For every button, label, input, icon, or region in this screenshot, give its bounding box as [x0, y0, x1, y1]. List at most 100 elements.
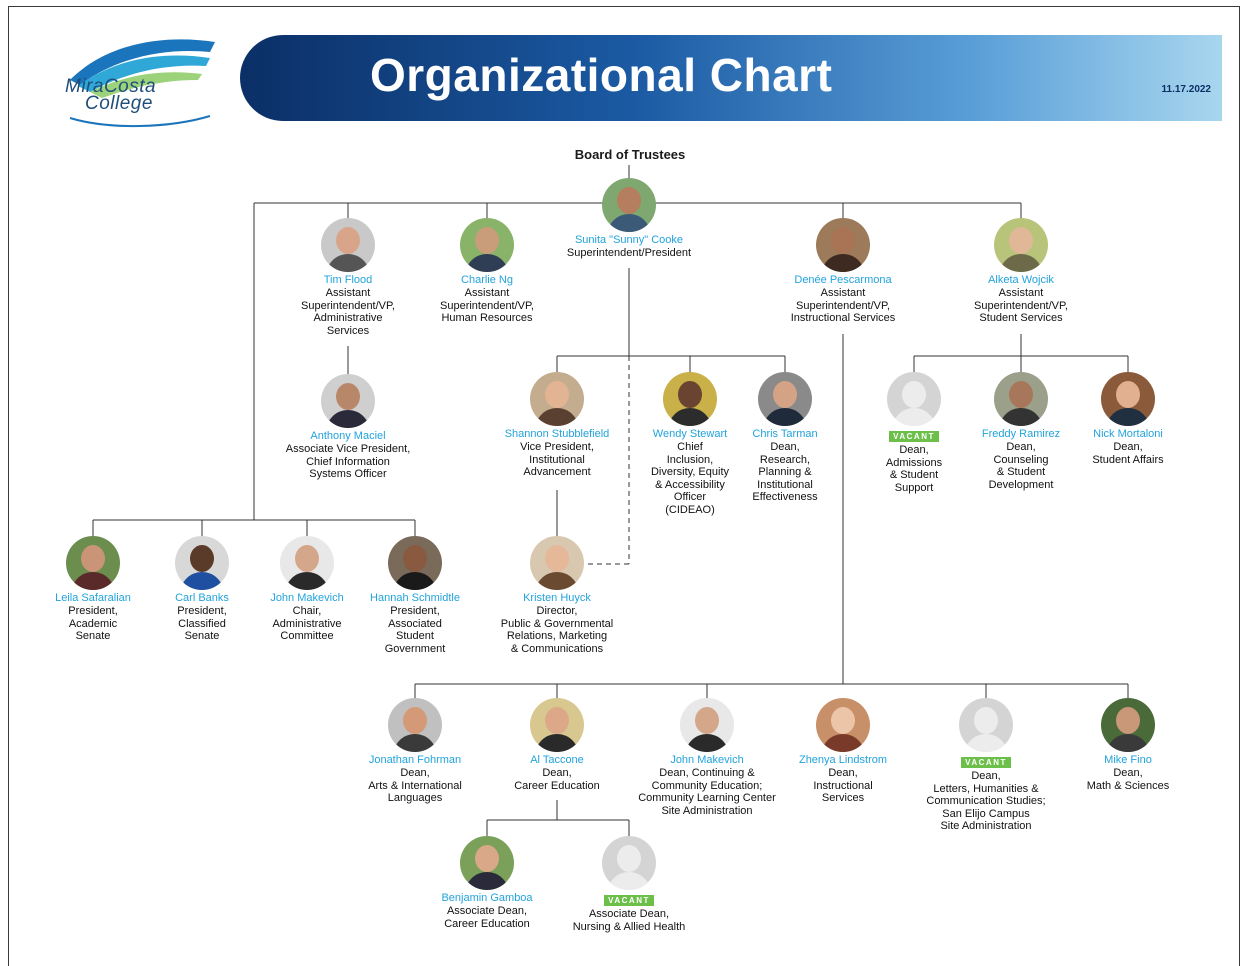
org-node-john-makevich-dean: John Makevich Dean, Continuing & Communi… — [617, 698, 797, 817]
person-title: President, Associated Student Government — [384, 605, 446, 655]
person-title: Dean, Math & Sciences — [1086, 767, 1170, 792]
person-name: Nick Mortaloni — [1093, 428, 1163, 440]
person-title: President, Academic Senate — [68, 605, 118, 642]
org-node-anthony-maciel: Anthony Maciel Associate Vice President,… — [263, 374, 433, 481]
person-name: Kristen Huyck — [523, 592, 591, 604]
person-name: Mike Fino — [1104, 754, 1152, 766]
avatar — [460, 218, 514, 272]
org-node-mike-fino: Mike Fino Dean, Math & Sciences — [1073, 698, 1183, 792]
person-name: Benjamin Gamboa — [441, 892, 533, 904]
college-logo — [69, 39, 215, 127]
person-title: Assistant Superintendent/VP, Administrat… — [301, 287, 395, 337]
org-node-denee-pescarmona: Denée Pescarmona Assistant Superintenden… — [768, 218, 918, 325]
org-node-wendy-stewart: Wendy Stewart Chief Inclusion, Diversity… — [630, 372, 750, 516]
vacant-badge: VACANT — [889, 431, 939, 442]
avatar — [994, 372, 1048, 426]
person-name: Hannah Schmidtle — [370, 592, 460, 604]
avatar — [388, 536, 442, 590]
avatar — [321, 374, 375, 428]
person-title: Associate Dean, Nursing & Allied Health — [572, 908, 686, 933]
person-title: Dean, Arts & International Languages — [368, 767, 462, 804]
avatar — [530, 536, 584, 590]
avatar — [530, 698, 584, 752]
org-node-tim-flood: Tim Flood Assistant Superintendent/VP, A… — [273, 218, 423, 337]
avatar — [530, 372, 584, 426]
person-name: Shannon Stubblefield — [504, 428, 610, 440]
org-node-superintendent: Sunita "Sunny" Cooke Superintendent/Pres… — [554, 178, 704, 260]
org-node-freddy-ramirez: Freddy Ramirez Dean, Counseling & Studen… — [961, 372, 1081, 491]
person-name: Leila Safaralian — [55, 592, 131, 604]
avatar — [1101, 372, 1155, 426]
org-node-jonathan-fohrman: Jonathan Fohrman Dean, Arts & Internatio… — [345, 698, 485, 805]
person-name: Anthony Maciel — [310, 430, 386, 442]
avatar — [816, 218, 870, 272]
org-node-nick-mortaloni: Nick Mortaloni Dean, Student Affairs — [1073, 372, 1183, 466]
avatar — [460, 836, 514, 890]
org-node-john-makevich-chair: John Makevich Chair, Administrative Comm… — [257, 536, 357, 643]
person-name: Al Taccone — [530, 754, 584, 766]
person-title: Superintendent/President — [566, 247, 692, 259]
avatar — [1101, 698, 1155, 752]
person-title: Associate Dean, Career Education — [444, 905, 530, 930]
avatar — [602, 178, 656, 232]
person-title: President, Classified Senate — [177, 605, 227, 642]
org-node-vacant-dean-letters: VACANT Dean, Letters, Humanities & Commu… — [906, 698, 1066, 833]
avatar — [680, 698, 734, 752]
person-name: Tim Flood — [323, 274, 373, 286]
chart-date: 11.17.2022 — [1161, 84, 1212, 95]
vacant-badge: VACANT — [604, 895, 654, 906]
org-node-alketa-wojcik: Alketa Wojcik Assistant Superintendent/V… — [946, 218, 1096, 325]
person-title: Associate Vice President, Chief Informat… — [285, 443, 411, 480]
person-title: Director, Public & Governmental Relation… — [500, 605, 614, 655]
person-name: John Makevich — [270, 592, 344, 604]
person-name: Denée Pescarmona — [794, 274, 892, 286]
org-node-chris-tarman: Chris Tarman Dean, Research, Planning & … — [735, 372, 835, 504]
person-title: Assistant Superintendent/VP, Student Ser… — [974, 287, 1068, 324]
org-node-carl-banks: Carl Banks President, Classified Senate — [152, 536, 252, 643]
org-node-al-taccone: Al Taccone Dean, Career Education — [492, 698, 622, 792]
person-name: Sunita "Sunny" Cooke — [574, 234, 684, 246]
person-title: Chair, Administrative Committee — [272, 605, 342, 642]
person-name: Jonathan Fohrman — [368, 754, 462, 766]
title-banner — [240, 35, 1222, 121]
person-title: Chief Inclusion, Diversity, Equity & Acc… — [650, 441, 730, 516]
person-name: Chris Tarman — [752, 428, 818, 440]
person-name: Charlie Ng — [461, 274, 513, 286]
person-title: Dean, Student Affairs — [1092, 441, 1164, 466]
person-title: Vice President, Institutional Advancemen… — [520, 441, 594, 478]
avatar — [175, 536, 229, 590]
vacant-avatar-icon — [602, 836, 656, 890]
person-title: Dean, Career Education — [514, 767, 600, 792]
person-title: Dean, Counseling & Student Development — [988, 441, 1054, 491]
person-title: Assistant Superintendent/VP, Instruction… — [790, 287, 896, 324]
person-name: Wendy Stewart — [652, 428, 728, 440]
org-node-hannah-schmidtle: Hannah Schmidtle President, Associated S… — [360, 536, 470, 655]
person-title: Dean, Letters, Humanities & Communicatio… — [926, 770, 1046, 832]
person-title: Dean, Continuing & Community Education; … — [638, 767, 776, 817]
person-title: Assistant Superintendent/VP, Human Resou… — [440, 287, 534, 324]
org-node-leila-safaralian: Leila Safaralian President, Academic Sen… — [38, 536, 148, 643]
page-title: Organizational Chart — [370, 49, 833, 101]
org-node-kristen-huyck: Kristen Huyck Director, Public & Governm… — [482, 536, 632, 655]
avatar — [388, 698, 442, 752]
person-name: Alketa Wojcik — [988, 274, 1054, 286]
avatar — [321, 218, 375, 272]
avatar — [66, 536, 120, 590]
org-node-benjamin-gamboa: Benjamin Gamboa Associate Dean, Career E… — [422, 836, 552, 930]
org-node-vacant-associate-dean-nursing: VACANT Associate Dean, Nursing & Allied … — [564, 836, 694, 933]
person-name: Zhenya Lindstrom — [798, 754, 888, 766]
logo-text: MiraCosta College — [65, 76, 157, 114]
org-node-vacant-dean-admissions: VACANT Dean, Admissions & Student Suppor… — [859, 372, 969, 494]
person-title: Dean, Research, Planning & Institutional… — [752, 441, 818, 503]
avatar — [816, 698, 870, 752]
org-node-zhenya-lindstrom: Zhenya Lindstrom Dean, Instructional Ser… — [783, 698, 903, 805]
person-name: Freddy Ramirez — [981, 428, 1061, 440]
avatar — [994, 218, 1048, 272]
vacant-badge: VACANT — [961, 757, 1011, 768]
person-title: Dean, Instructional Services — [813, 767, 873, 804]
person-name: John Makevich — [670, 754, 744, 766]
avatar — [280, 536, 334, 590]
org-node-shannon-stubblefield: Shannon Stubblefield Vice President, Ins… — [482, 372, 632, 479]
board-of-trustees: Board of Trustees — [574, 147, 686, 162]
page-frame — [8, 6, 1240, 966]
